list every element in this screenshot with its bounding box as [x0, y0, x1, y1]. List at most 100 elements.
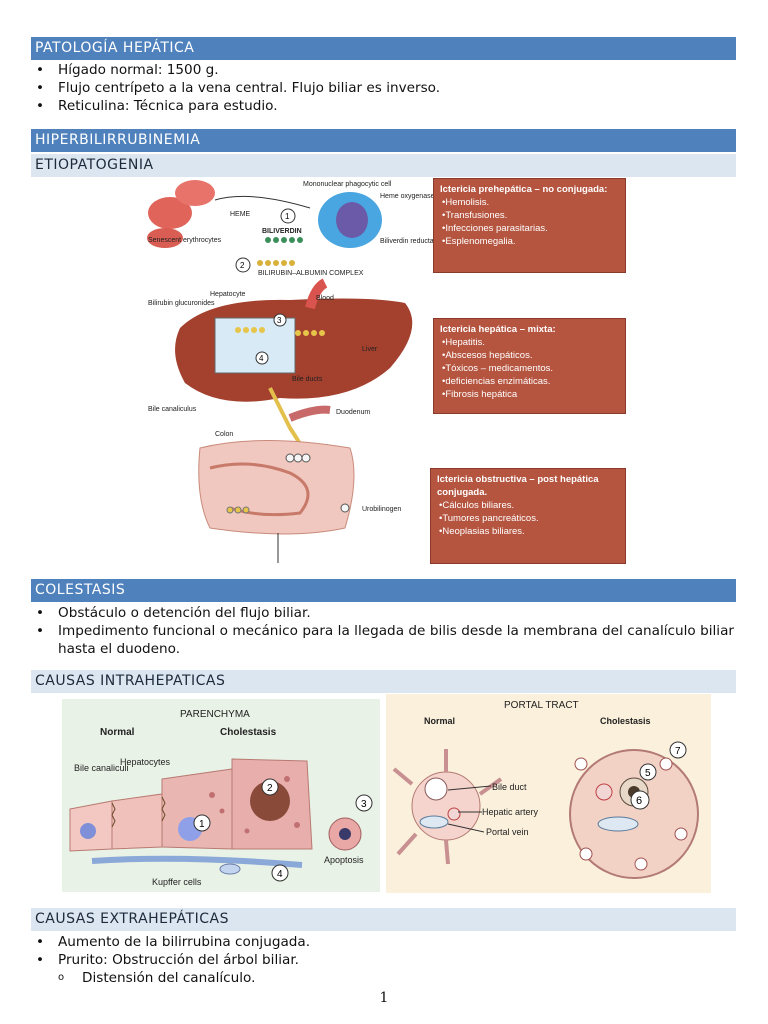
list-item: Hígado normal: 1500 g. — [31, 61, 734, 79]
marker-6 — [630, 790, 650, 810]
list-item: Hemolisis. — [445, 196, 619, 209]
list-item: Infecciones parasitarias. — [445, 222, 619, 235]
step-4-number: 4 — [259, 354, 264, 363]
marker-7-number: 7 — [675, 746, 681, 757]
liver-label: Liver — [362, 346, 378, 353]
senescent-label: Senescent erythrocytes — [148, 237, 222, 244]
hepatocyte-icon — [214, 317, 296, 374]
list-item: Reticulina: Técnica para estudio. — [31, 97, 734, 115]
list-item: Obstáculo o detención del flujo biliar. — [31, 604, 734, 622]
normal-label: Normal — [424, 716, 455, 726]
cholestasis-label: Cholestasis — [600, 716, 651, 726]
cholestatic-portal-tract-icon — [569, 749, 699, 879]
section-header-colestasis: COLESTASIS — [31, 579, 736, 602]
portal-vein-label: Portal vein — [486, 827, 529, 837]
bilirubin-chain-icon — [257, 260, 295, 266]
page-number: 1 — [379, 990, 389, 1006]
marker-2-number: 2 — [267, 783, 273, 794]
prehepatic-title: Ictericia prehepática – no conjugada: — [440, 184, 608, 195]
obstructive-box: Ictericia obstructiva – post hepática co… — [430, 468, 626, 564]
kupffer-label: Kupffer cells — [152, 877, 202, 887]
bile-canaliculi-label: Bile canaliculi — [74, 763, 129, 773]
glucuronides-label: Bilirubin glucuronides — [148, 300, 215, 307]
list-item: Esplenomegalia. — [445, 235, 619, 248]
list-item: Neoplasias biliares. — [442, 525, 619, 538]
list-item: Aumento de la bilirrubina conjugada. — [31, 933, 734, 951]
heme-oxygenase-label: Heme oxygenase — [380, 193, 435, 200]
list-item: Flujo centrípeto a la vena central. Fluj… — [31, 79, 734, 97]
step-3-marker — [273, 313, 287, 327]
step-2-number: 2 — [240, 261, 245, 270]
biliverdin-reductase-label: Biliverdin reductase — [380, 238, 441, 245]
list-item: Tumores pancreáticos. — [442, 512, 619, 525]
phagocytic-cell-icon — [318, 192, 382, 248]
list-item: Fibrosis hepática — [445, 388, 619, 401]
hepatic-title: Ictericia hepática – mixta: — [440, 324, 556, 335]
bile-duct-label: Bile duct — [492, 782, 527, 792]
heme-label: HEME — [230, 211, 251, 218]
section-header-hiperbilirrubinemia: HIPERBILIRRUBINEMIA — [31, 129, 736, 152]
sub-list-item: Distensión del canalículo. — [31, 969, 734, 987]
duodenum-label: Duodenum — [336, 409, 370, 416]
parenchyma-label: PARENCHYMA — [180, 709, 250, 720]
step-2-marker — [235, 257, 251, 273]
marker-3-number: 3 — [361, 799, 367, 810]
step-1-number: 1 — [285, 212, 290, 221]
hepatocyte-label: Hepatocyte — [210, 291, 246, 298]
list-item: deficiencias enzimáticas. — [445, 375, 619, 388]
marker-5 — [639, 763, 657, 781]
bilirubin-metabolism-figure: Senescent erythrocytes HEME Mononuclear … — [140, 178, 628, 566]
portal-tract-diagram: PORTAL TRACT Normal Cholestasis Bile duc… — [386, 694, 711, 893]
normal-label: Normal — [100, 727, 135, 738]
hepatocytes-label: Hepatocytes — [120, 757, 171, 767]
bullet-list-extrahepaticas: Aumento de la bilirrubina conjugada. Pru… — [31, 933, 734, 987]
biliverdin-label: BILIVERDIN — [262, 228, 302, 235]
list-item: Transfusiones. — [445, 209, 619, 222]
bile-plug-icon — [250, 781, 290, 821]
mononuclear-label: Mononuclear phagocytic cell — [303, 181, 392, 188]
subheader-causas-intrahepaticas: CAUSAS INTRAHEPATICAS — [31, 670, 736, 693]
step-1-marker — [280, 208, 296, 224]
list-item: Hepatitis. — [445, 336, 619, 349]
bullet-list-patologia: Hígado normal: 1500 g. Flujo centrípeto … — [31, 61, 734, 115]
bullet-list-colestasis: Obstáculo o detención del flujo biliar. … — [31, 604, 734, 658]
obstructive-title: Ictericia obstructiva – post hepática co… — [437, 474, 599, 498]
marker-1 — [193, 814, 211, 832]
bilirubin-albumin-label: BILIRUBIN–ALBUMIN COMPLEX — [258, 270, 364, 277]
marker-5-number: 5 — [645, 768, 651, 779]
list-item: Prurito: Obstrucción del árbol biliar. — [31, 951, 734, 969]
urobilinogen-label: Urobilinogen — [362, 506, 401, 513]
kupffer-cell-icon — [219, 863, 241, 875]
subheader-causas-extrahepaticas: CAUSAS EXTRAHEPÁTICAS — [31, 908, 736, 931]
marker-3 — [355, 794, 373, 812]
bile-ducts-label: Bile ducts — [292, 376, 323, 383]
parenchyma-diagram: PARENCHYMA Normal Cholestasis Hepatocyte… — [62, 699, 380, 892]
portal-tract-label: PORTAL TRACT — [504, 700, 579, 711]
prehepatic-box: Ictericia prehepática – no conjugada: He… — [433, 178, 626, 273]
blood-label: Blood — [316, 295, 334, 302]
list-item: Cálculos biliares. — [442, 499, 619, 512]
canaliculus-label: Bile canaliculus — [148, 406, 197, 413]
hepatic-box: Ictericia hepática – mixta: Hepatitis. A… — [433, 318, 626, 414]
normal-portal-tract-icon — [411, 771, 481, 841]
list-item: Abscesos hepáticos. — [445, 349, 619, 362]
biliverdin-chain-icon — [265, 237, 303, 243]
colon-label: Colon — [215, 431, 233, 438]
hepatic-artery-label: Hepatic artery — [482, 807, 539, 817]
marker-7 — [669, 741, 687, 759]
marker-4-number: 4 — [277, 869, 283, 880]
list-item: Tóxicos – medicamentos. — [445, 362, 619, 375]
erythrocytes-icon — [147, 180, 215, 248]
intestine-icon — [198, 440, 355, 535]
parenchyma-figure: PARENCHYMA Normal Cholestasis Hepatocyte… — [62, 699, 380, 892]
marker-4 — [271, 864, 289, 882]
apoptosis-label: Apoptosis — [324, 855, 364, 865]
list-item: Impedimento funcional o mecánico para la… — [31, 622, 734, 658]
section-header-patologia: PATOLOGÍA HEPÁTICA — [31, 37, 736, 60]
marker-2 — [261, 778, 279, 796]
portal-tract-figure: PORTAL TRACT Normal Cholestasis Bile duc… — [386, 694, 711, 893]
marker-6-number: 6 — [636, 795, 642, 807]
subheader-etiopatogenia: ETIOPATOGENIA — [31, 154, 736, 177]
cholestasis-label: Cholestasis — [220, 727, 277, 738]
step-3-number: 3 — [277, 316, 282, 325]
